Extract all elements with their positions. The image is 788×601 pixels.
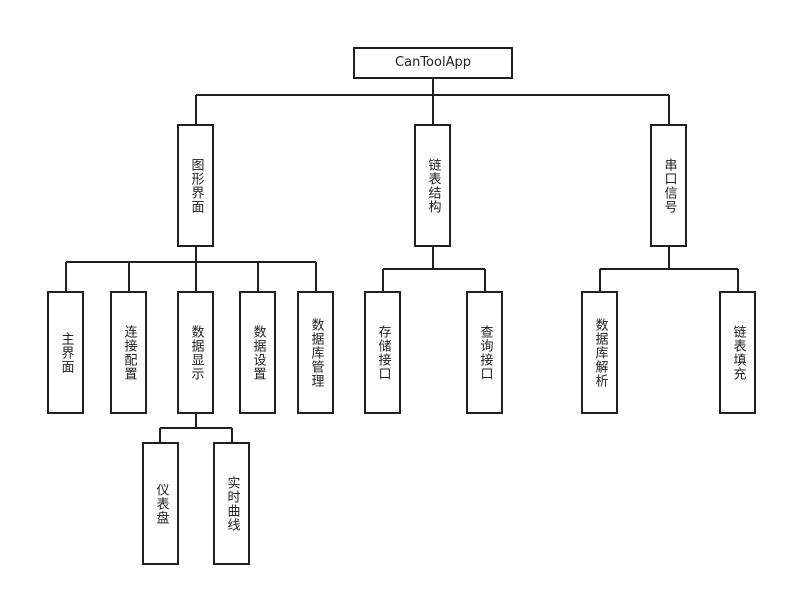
- node-gui-label: 图形界面: [188, 157, 204, 214]
- node-root: CanToolApp: [353, 47, 513, 79]
- node-storage-interface-label: 存储接口: [375, 324, 391, 381]
- node-linked-list-fill: 链表填充: [719, 291, 756, 414]
- node-data-display: 数据显示: [177, 291, 214, 414]
- node-database-parsing: 数据库解析: [581, 291, 618, 414]
- node-main-screen-label: 主界面: [58, 331, 74, 374]
- node-database-management: 数据库管理: [297, 291, 334, 414]
- node-dashboard: 仪表盘: [142, 442, 179, 565]
- node-serial-signal-label: 串口信号: [661, 157, 677, 214]
- node-database-management-label: 数据库管理: [308, 317, 324, 388]
- node-linked-list-fill-label: 链表填充: [730, 324, 746, 381]
- node-gui: 图形界面: [177, 124, 214, 247]
- edge-gui: [65, 247, 317, 292]
- node-query-interface-label: 查询接口: [477, 324, 493, 381]
- node-realtime-curve-label: 实时曲线: [224, 475, 240, 532]
- node-data-settings-label: 数据设置: [250, 324, 266, 381]
- node-data-display-label: 数据显示: [188, 324, 204, 381]
- node-root-label: CanToolApp: [395, 55, 471, 70]
- node-linked-list-structure-label: 链表结构: [425, 157, 441, 214]
- node-serial-signal: 串口信号: [650, 124, 687, 247]
- node-realtime-curve: 实时曲线: [213, 442, 250, 565]
- edge-root: [195, 79, 670, 125]
- node-main-screen: 主界面: [47, 291, 84, 414]
- node-connection-config-label: 连接配置: [121, 324, 137, 381]
- node-connection-config: 连接配置: [110, 291, 147, 414]
- node-storage-interface: 存储接口: [364, 291, 401, 414]
- edge-data-display: [159, 414, 233, 443]
- node-linked-list-structure: 链表结构: [414, 124, 451, 247]
- node-dashboard-label: 仪表盘: [153, 482, 169, 525]
- node-data-settings: 数据设置: [239, 291, 276, 414]
- node-database-parsing-label: 数据库解析: [592, 317, 608, 388]
- edge-linked-list-structure: [382, 247, 486, 292]
- node-query-interface: 查询接口: [466, 291, 503, 414]
- edge-serial-signal: [599, 247, 739, 292]
